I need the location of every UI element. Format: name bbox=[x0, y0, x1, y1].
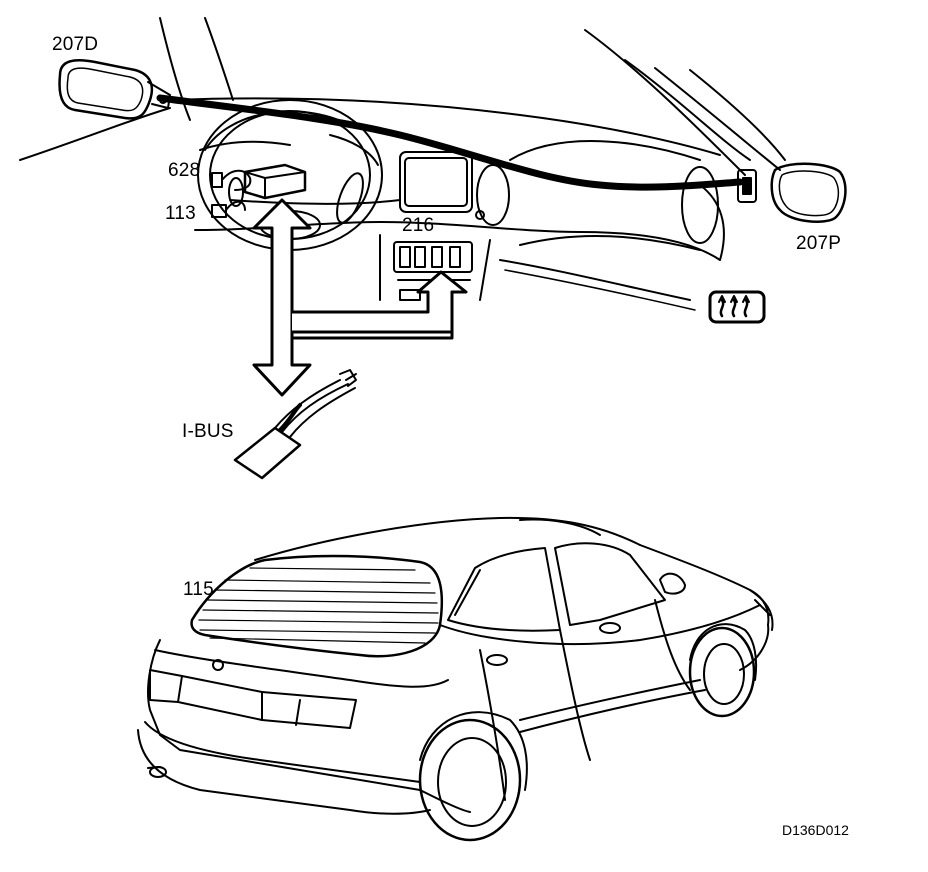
car-side-mirror bbox=[660, 574, 685, 594]
left-tail-light bbox=[150, 670, 182, 702]
car-roof bbox=[255, 518, 640, 560]
signal-arrows bbox=[254, 200, 466, 395]
double-arrow bbox=[254, 200, 310, 395]
label-ibus: I-BUS bbox=[182, 421, 234, 442]
label-113: 113 bbox=[165, 203, 196, 224]
center-display bbox=[400, 152, 472, 212]
a-pillar-left bbox=[160, 18, 190, 120]
right-tail-light bbox=[262, 692, 356, 728]
label-207d: 207D bbox=[52, 34, 99, 55]
rear-window-defroster-grid bbox=[199, 568, 438, 643]
center-vent bbox=[477, 165, 509, 225]
rear-bumper bbox=[138, 730, 430, 814]
rear-window bbox=[192, 556, 442, 656]
rear-wheel bbox=[420, 720, 520, 840]
rear-side-window bbox=[448, 548, 560, 631]
car-body bbox=[148, 640, 470, 812]
driver-side-mirror bbox=[60, 60, 152, 118]
label-207p: 207P bbox=[796, 233, 842, 254]
a-pillar-right bbox=[585, 30, 745, 175]
figure-code: D136D012 bbox=[782, 822, 849, 838]
front-side-window bbox=[555, 543, 665, 625]
front-wheel bbox=[690, 628, 754, 716]
passenger-vent bbox=[682, 167, 718, 243]
badge bbox=[213, 660, 223, 670]
label-628: 628 bbox=[168, 160, 201, 181]
label-216: 216 bbox=[402, 215, 435, 236]
climate-control-panel bbox=[394, 242, 472, 272]
passenger-side-mirror bbox=[772, 164, 846, 222]
car-illustration bbox=[138, 518, 773, 840]
a-pillar-right-inner bbox=[625, 60, 750, 160]
control-module-628 bbox=[245, 165, 305, 198]
rear-window-defrost-icon bbox=[710, 292, 764, 322]
panel-arrow-lower bbox=[292, 292, 452, 338]
a-pillar-left-inner bbox=[205, 18, 233, 100]
ibus-connector bbox=[235, 370, 356, 478]
connector-628 bbox=[212, 173, 222, 187]
dashboard-illustration bbox=[20, 18, 845, 310]
label-115: 115 bbox=[183, 579, 214, 600]
